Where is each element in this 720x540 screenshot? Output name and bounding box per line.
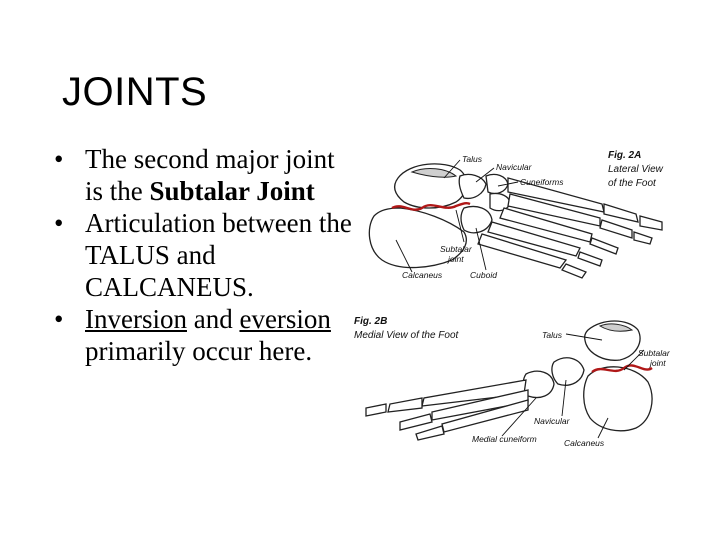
bullet-text: The second major joint is the xyxy=(85,144,335,206)
bullet-item: • Inversion and eversion primarily occur … xyxy=(54,303,354,367)
bullet-bold-text: Subtalar Joint xyxy=(149,176,315,206)
label-subtalar-medial-2: joint xyxy=(649,358,666,368)
fig2a-caption-line3: of the Foot xyxy=(608,178,657,189)
fig2a-caption-line2: Lateral View xyxy=(608,164,664,175)
lateral-foot-drawing: Talus Navicular Cuneiforms Subtalar join… xyxy=(368,150,664,280)
bullet-list: • The second major joint is the Subtalar … xyxy=(54,143,354,367)
bullet-text: primarily occur here. xyxy=(85,336,313,366)
label-cuboid: Cuboid xyxy=(470,270,497,280)
bullet-text: and xyxy=(186,304,240,334)
label-subtalar-lateral-1: Subtalar xyxy=(440,244,473,254)
fig2b-caption: Fig. 2B xyxy=(354,316,387,327)
bullet-dot: • xyxy=(54,144,64,174)
label-subtalar-lateral-2: joint xyxy=(447,254,464,264)
label-calcaneus-lateral: Calcaneus xyxy=(402,270,443,280)
bullet-item: • Articulation between the TALUS and CALC… xyxy=(54,207,354,303)
label-medial-cuneiform: Medial cuneiform xyxy=(472,434,537,444)
bullet-dot: • xyxy=(54,208,64,238)
label-talus-medial: Talus xyxy=(542,330,563,340)
bullet-underlined-text: eversion xyxy=(239,304,331,334)
medial-foot-drawing: Fig. 2B Medial View of the Foot xyxy=(354,316,671,448)
bullet-item: • The second major joint is the Subtalar … xyxy=(54,143,354,207)
bullet-text: Articulation between the TALUS and CALCA… xyxy=(85,208,352,302)
label-calcaneus-medial: Calcaneus xyxy=(564,438,605,448)
bullet-underlined-text: Inversion xyxy=(85,304,187,334)
slide-title: JOINTS xyxy=(62,70,208,114)
label-navicular-lateral: Navicular xyxy=(496,162,533,172)
label-talus-lateral: Talus xyxy=(462,154,483,164)
fig2a-caption: Fig. 2A xyxy=(608,150,641,161)
label-navicular-medial: Navicular xyxy=(534,416,571,426)
fig2b-caption-text: Medial View of the Foot xyxy=(354,330,460,341)
label-subtalar-medial-1: Subtalar xyxy=(638,348,671,358)
bullet-dot: • xyxy=(54,304,64,334)
foot-anatomy-figure: Talus Navicular Cuneiforms Subtalar join… xyxy=(352,148,692,453)
label-cuneiforms: Cuneiforms xyxy=(520,177,564,187)
foot-anatomy-svg: Talus Navicular Cuneiforms Subtalar join… xyxy=(354,150,671,448)
